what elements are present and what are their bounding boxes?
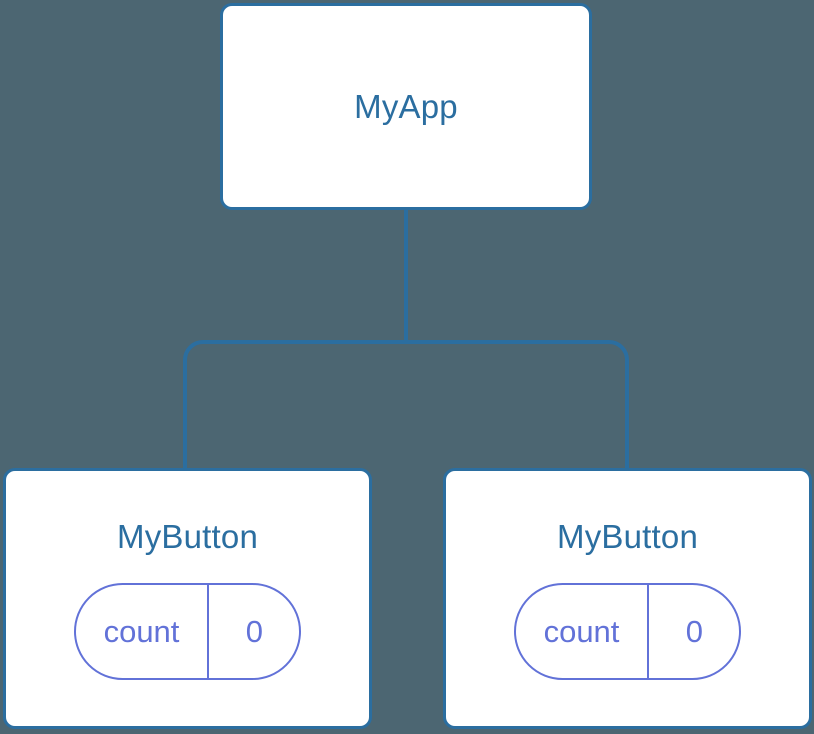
node-mybutton-2-label: MyButton <box>557 518 698 555</box>
state-key-1: count <box>103 614 180 649</box>
state-value-2: 0 <box>685 614 704 649</box>
node-mybutton-2[interactable]: MyButton count 0 <box>443 468 812 729</box>
node-mybutton-1[interactable]: MyButton count 0 <box>3 468 372 729</box>
node-myapp-label: MyApp <box>354 88 458 125</box>
state-pill-1[interactable]: count 0 <box>73 583 302 680</box>
state-pill-2[interactable]: count 0 <box>513 583 742 680</box>
node-mybutton-1-label: MyButton <box>117 518 258 555</box>
state-pill-divider-1 <box>207 585 210 678</box>
state-key-2: count <box>543 614 620 649</box>
state-value-1: 0 <box>245 614 264 649</box>
node-myapp[interactable]: MyApp <box>220 3 592 210</box>
state-pill-divider-2 <box>647 585 650 678</box>
edge-branch-to-right-child <box>406 340 629 470</box>
edge-branch-to-left-child <box>183 340 406 470</box>
